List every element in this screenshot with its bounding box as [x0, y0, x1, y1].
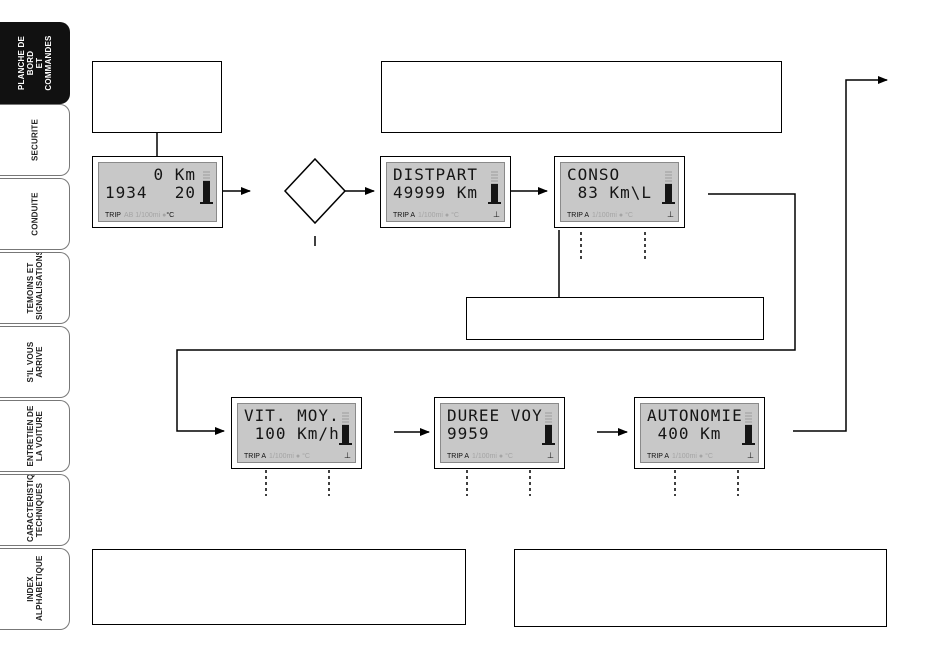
- trip-distance-value: 1934: [105, 183, 148, 202]
- lcd-title: DUREE VOY: [447, 406, 543, 425]
- fuel-pump-icon: ⊥: [547, 451, 554, 460]
- text-box-top-left: [92, 61, 222, 133]
- tab-index[interactable]: INDEX ALPHABETIQUE: [0, 548, 70, 630]
- lcd-title: DISTPART: [393, 165, 479, 184]
- lcd-value: 9959: [447, 424, 490, 443]
- tab-planche-de-bord[interactable]: PLANCHE DE BORD ET COMMANDES: [0, 22, 70, 104]
- fuel-pump-icon: ⊥: [493, 210, 500, 219]
- tab-sil-vous-arrive[interactable]: S'IL VOUS ARRIVE: [0, 326, 70, 398]
- fuel-pump-icon: ⊥: [667, 210, 674, 219]
- lcd-title: CONSO: [567, 165, 621, 184]
- lcd-value: 400 Km: [647, 424, 722, 443]
- text-box-middle: [466, 297, 764, 340]
- fuel-gauge-icon: [200, 171, 213, 204]
- lcd-title: VIT. MOY.: [244, 406, 340, 425]
- lcd-value: 49999 Km: [393, 183, 479, 202]
- lcd-value: 83 Km\L: [567, 183, 653, 202]
- tab-temoins[interactable]: TEMOINS ET SIGNALISATIONS: [0, 252, 70, 324]
- fuel-pump-icon: ⊥: [747, 451, 754, 460]
- decision-diamond: [283, 157, 347, 225]
- odometer-unit: Km: [174, 165, 196, 184]
- text-box-bottom-left: [92, 549, 466, 625]
- lcd-title: AUTONOMIE: [647, 406, 743, 425]
- fuel-gauge-icon: [662, 171, 675, 204]
- fuel-gauge-icon: [339, 412, 352, 445]
- fuel-gauge-icon: [488, 171, 501, 204]
- lcd-value: 100 Km/h: [244, 424, 340, 443]
- tab-entretien[interactable]: ENTRETIEN DE LA VOITURE: [0, 400, 70, 472]
- tab-caracteristiques[interactable]: CARACTERISTIQUES TECHNIQUES: [0, 474, 70, 546]
- text-box-top-center: [381, 61, 782, 133]
- odometer-value: 0: [153, 165, 165, 184]
- temperature-value: 20: [174, 183, 196, 202]
- fuel-pump-icon: ⊥: [344, 451, 351, 460]
- lcd-info-line: 1934 20: [105, 184, 196, 201]
- fuel-gauge-icon: [542, 412, 555, 445]
- tab-securite[interactable]: SECURITE: [0, 104, 70, 176]
- fuel-gauge-icon: [742, 412, 755, 445]
- lcd-odometer-line: 0 Km: [105, 166, 196, 183]
- text-box-bottom-right: [514, 549, 887, 627]
- tab-conduite[interactable]: CONDUITE: [0, 178, 70, 250]
